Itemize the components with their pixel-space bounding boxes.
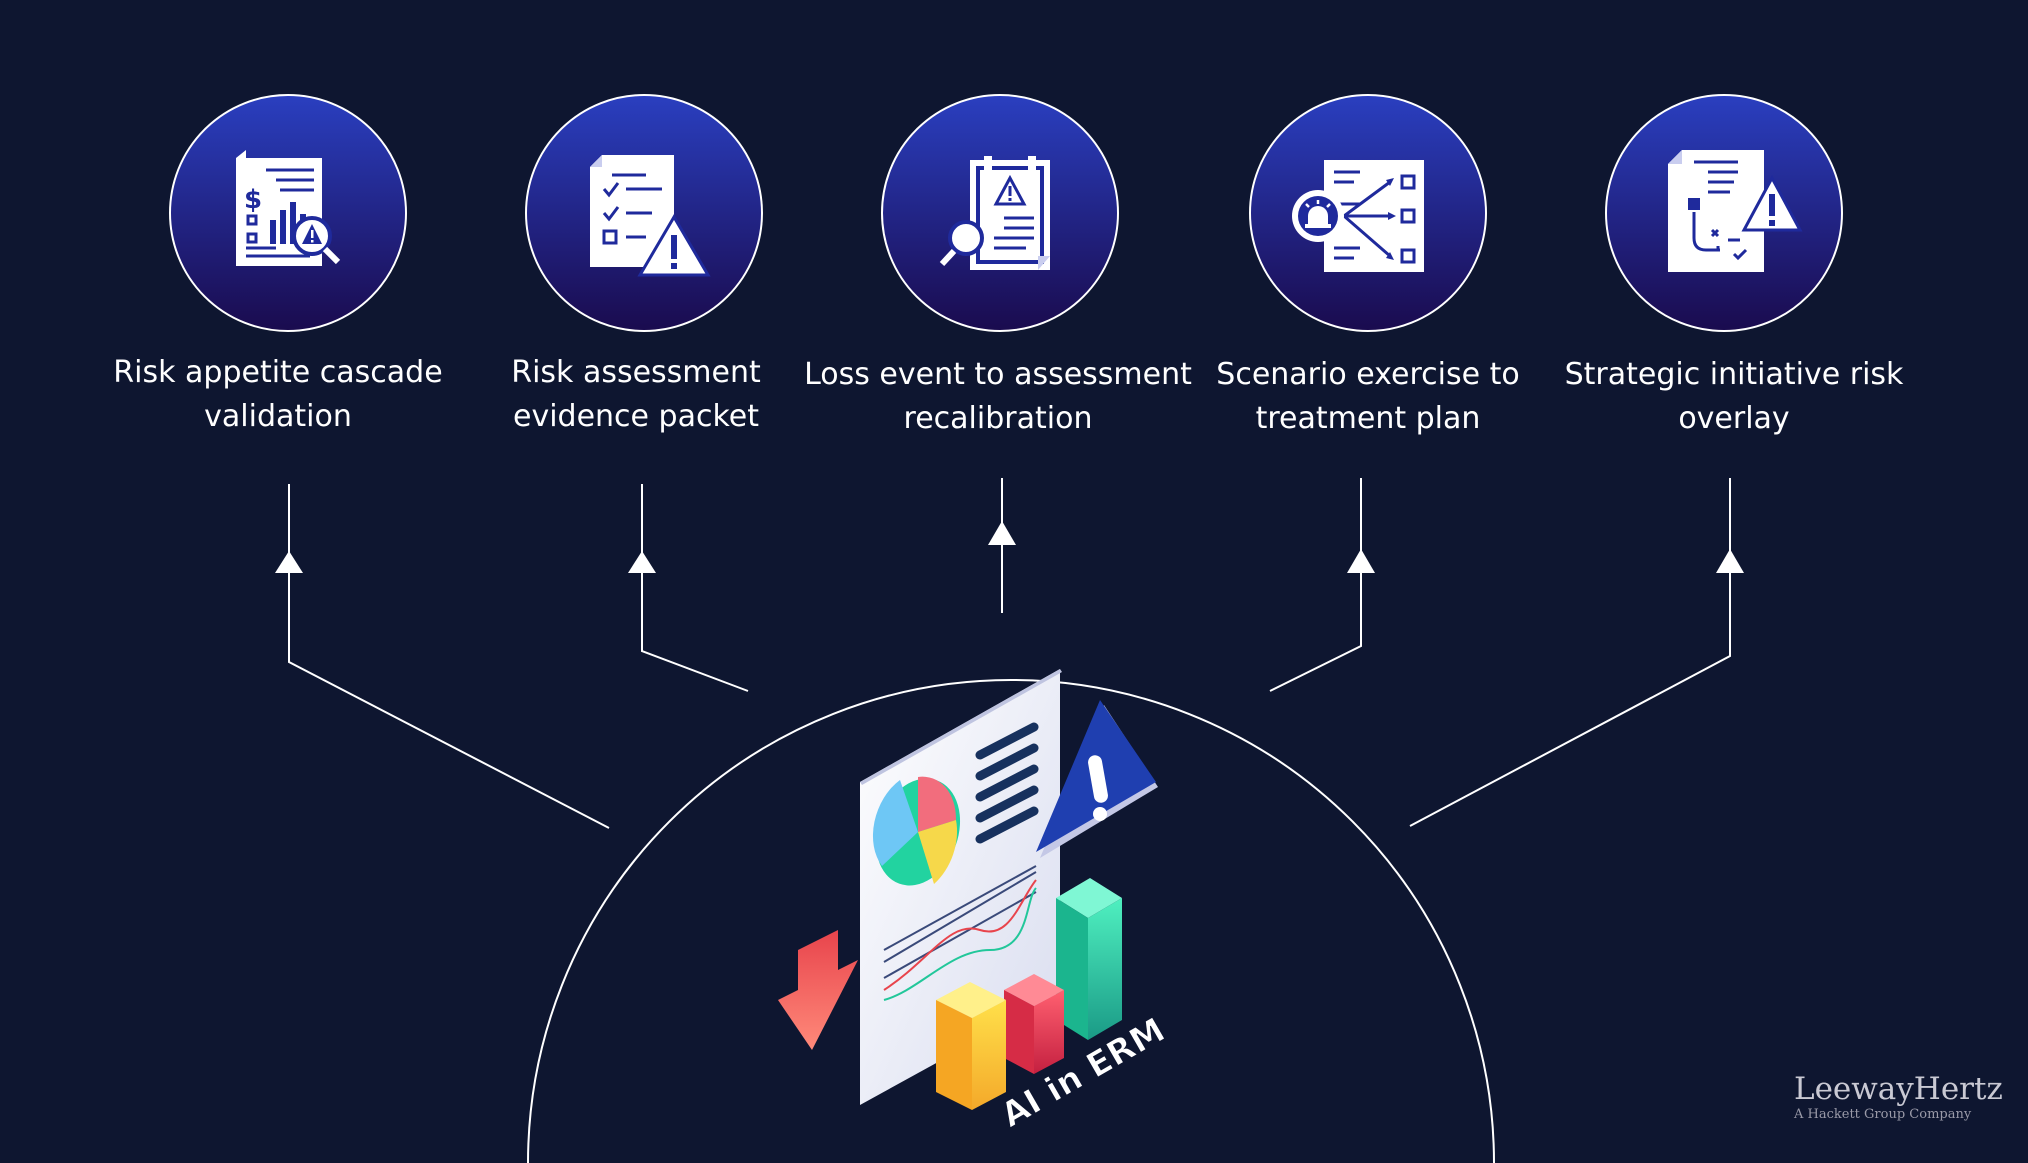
brand-logo: LeewayHertz A Hackett Group Company bbox=[1794, 1071, 2003, 1123]
arrowhead-5 bbox=[1716, 549, 1744, 573]
report-magnifier-warning-icon: $ bbox=[236, 150, 341, 266]
strategy-map-warning-icon bbox=[1668, 150, 1803, 272]
brand-tagline: A Hackett Group Company bbox=[1794, 1107, 1972, 1122]
erm-dashboard-illustration: AI in ERM bbox=[778, 669, 1172, 1136]
checklist-warning-icon bbox=[590, 155, 711, 277]
node-label-4-line2: treatment plan bbox=[1255, 401, 1481, 436]
connector-4 bbox=[1269, 478, 1362, 692]
node-label-2: Risk assessment evidence packet bbox=[441, 351, 831, 439]
connector-arrowheads bbox=[275, 521, 1744, 573]
node-label-3-line1: Loss event to assessment bbox=[804, 357, 1192, 392]
node-label-2-line1: Risk assessment bbox=[511, 355, 761, 390]
node-label-5: Strategic initiative risk overlay bbox=[1539, 353, 1929, 441]
arrowhead-2 bbox=[628, 551, 656, 573]
node-label-1: Risk appetite cascade validation bbox=[83, 351, 473, 439]
connector-5 bbox=[1409, 478, 1731, 827]
connector-lines bbox=[288, 478, 1731, 829]
node-label-4-line1: Scenario exercise to bbox=[1216, 357, 1520, 392]
brand-name: LeewayHertz bbox=[1794, 1071, 2003, 1107]
node-label-1-line2: validation bbox=[204, 399, 352, 434]
connector-1 bbox=[288, 484, 610, 829]
node-label-4: Scenario exercise to treatment plan bbox=[1173, 353, 1563, 441]
bar-red bbox=[1004, 974, 1064, 1074]
node-label-1-line1: Risk appetite cascade bbox=[113, 355, 443, 390]
down-arrow bbox=[778, 930, 858, 1050]
center-hub-arc bbox=[527, 679, 1495, 1163]
node-label-5-line2: overlay bbox=[1678, 401, 1790, 436]
svg-text:$: $ bbox=[244, 185, 262, 215]
clipboard-warning-search-icon bbox=[939, 156, 1050, 270]
node-label-2-line2: evidence packet bbox=[513, 399, 759, 434]
arrowhead-1 bbox=[275, 551, 303, 573]
connector-2 bbox=[641, 484, 749, 692]
node-label-3: Loss event to assessment recalibration bbox=[803, 353, 1193, 441]
node-label-5-line1: Strategic initiative risk bbox=[1564, 357, 1904, 392]
alarm-branch-plan-icon bbox=[1292, 160, 1424, 272]
bar-teal bbox=[1056, 878, 1122, 1040]
warning-badge bbox=[1036, 700, 1158, 858]
report-text-lines bbox=[975, 722, 1039, 844]
trend-lines bbox=[883, 865, 1037, 1001]
bar-yellow bbox=[936, 982, 1006, 1110]
arrowhead-3 bbox=[988, 521, 1016, 545]
pie-chart bbox=[872, 776, 961, 886]
arrowhead-4 bbox=[1347, 549, 1375, 573]
node-label-3-line2: recalibration bbox=[903, 401, 1093, 436]
